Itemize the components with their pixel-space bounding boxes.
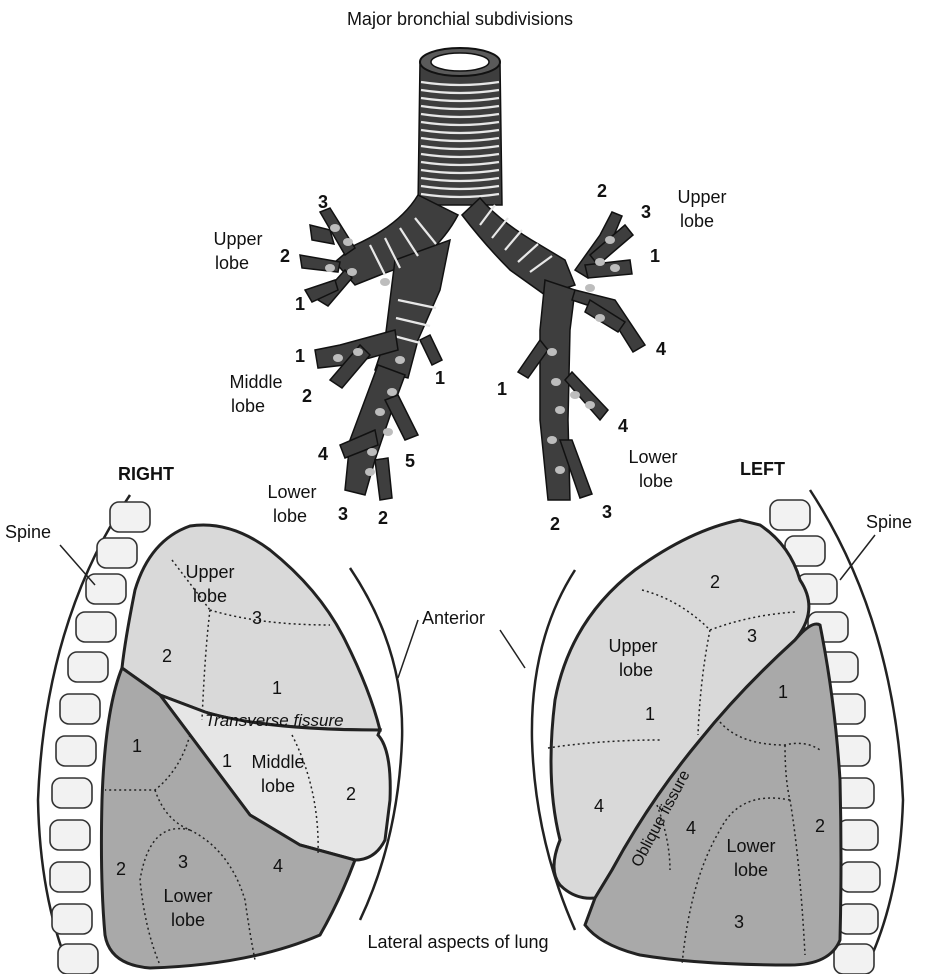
right-lower-seg-5: 5 — [405, 451, 415, 471]
vertebra — [50, 820, 90, 850]
bronchus-highlight — [387, 388, 397, 396]
right-middle-seg-2-lateral: 2 — [346, 784, 356, 804]
vertebra — [97, 538, 137, 568]
left-upper-seg-3: 3 — [641, 202, 651, 222]
bronchus-highlight — [585, 401, 595, 409]
right-lower-seg-2: 2 — [378, 508, 388, 528]
vertebra — [838, 820, 878, 850]
left-upper-seg-3-lateral: 3 — [747, 626, 757, 646]
right-lower-seg-4-lateral: 4 — [273, 856, 283, 876]
left-main-bronchus — [462, 198, 645, 500]
left-lower-seg-4: 4 — [618, 416, 628, 436]
vertebra — [838, 904, 878, 934]
bronchus-highlight — [555, 406, 565, 414]
right-spine-label: Spine — [5, 522, 51, 542]
right-upper-seg-2-lateral: 2 — [162, 646, 172, 666]
left-spine-label: Spine — [866, 512, 912, 532]
transverse-fissure-label: Transverse fissure — [205, 711, 344, 730]
left-lower-seg-3: 3 — [602, 502, 612, 522]
bronchus-highlight — [365, 468, 375, 476]
bronchus-highlight — [343, 238, 353, 246]
left-lung: LEFT Spine 2 3 Upperlobe 1 4 Oblique fis… — [532, 459, 912, 974]
bronchus-highlight — [547, 348, 557, 356]
left-lower-seg-4-lateral: 4 — [686, 818, 696, 838]
left-upper-seg-1-lateral: 1 — [645, 704, 655, 724]
right-lower-seg-4: 4 — [318, 444, 328, 464]
bronchus-highlight — [570, 391, 580, 399]
vertebra — [68, 652, 108, 682]
vertebra — [770, 500, 810, 530]
diagram-title: Major bronchial subdivisions — [347, 9, 573, 29]
bronchus-highlight — [333, 354, 343, 362]
right-lower-seg-2-lateral: 2 — [116, 859, 126, 879]
right-upper-seg-1: 1 — [295, 294, 305, 314]
bronchus-highlight — [551, 378, 561, 386]
left-upper-seg-1: 1 — [650, 246, 660, 266]
bronchus-highlight — [380, 278, 390, 286]
bronchus-highlight — [330, 224, 340, 232]
right-middle-seg-1: 1 — [295, 346, 305, 366]
vertebra — [110, 502, 150, 532]
left-upper-seg-2-lateral: 2 — [710, 572, 720, 592]
vertebra — [50, 862, 90, 892]
vertebra — [86, 574, 126, 604]
right-lower-seg-3: 3 — [338, 504, 348, 524]
left-upper-seg-2: 2 — [597, 181, 607, 201]
trachea — [418, 48, 502, 205]
bronchus-highlight — [605, 236, 615, 244]
right-middle-seg-1-lateral: 1 — [222, 751, 232, 771]
vertebra — [840, 862, 880, 892]
vertebra — [60, 694, 100, 724]
bronchus-highlight — [547, 436, 557, 444]
anterior-label: Anterior — [422, 608, 485, 628]
bronchus-highlight — [347, 268, 357, 276]
bronchus-highlight — [383, 428, 393, 436]
bronchus-highlight — [610, 264, 620, 272]
vertebra — [58, 944, 98, 974]
bronchus-highlight — [585, 284, 595, 292]
right-upper-seg-3: 3 — [318, 192, 328, 212]
right-upper-seg-1-lateral: 1 — [272, 678, 282, 698]
left-side-label: LEFT — [740, 459, 785, 479]
bronchus-highlight — [395, 356, 405, 364]
bronchus-highlight — [367, 448, 377, 456]
vertebra — [56, 736, 96, 766]
right-lower-seg-1: 1 — [435, 368, 445, 388]
vertebra — [76, 612, 116, 642]
bronchus-highlight — [325, 264, 335, 272]
left-lower-seg-1: 1 — [497, 379, 507, 399]
bronchus-highlight — [375, 408, 385, 416]
right-upper-seg-3-lateral: 3 — [252, 608, 262, 628]
left-lower-seg-3-lateral: 3 — [734, 912, 744, 932]
bronchus-highlight — [595, 314, 605, 322]
left-lower-seg-1-lateral: 1 — [778, 682, 788, 702]
right-side-label: RIGHT — [118, 464, 174, 484]
left-lower-seg-2-lateral: 2 — [815, 816, 825, 836]
bronchus-highlight — [555, 466, 565, 474]
left-upper-seg-4-lateral: 4 — [594, 796, 604, 816]
right-upper-seg-2: 2 — [280, 246, 290, 266]
left-lower-seg-2: 2 — [550, 514, 560, 534]
vertebra — [52, 904, 92, 934]
vertebra — [52, 778, 92, 808]
vertebra — [834, 944, 874, 974]
right-middle-seg-2: 2 — [302, 386, 312, 406]
left-upper-seg-4: 4 — [656, 339, 666, 359]
figure-caption: Lateral aspects of lung — [367, 932, 548, 952]
bronchus-highlight — [353, 348, 363, 356]
bronchus-highlight — [595, 258, 605, 266]
right-lower-seg-3-lateral: 3 — [178, 852, 188, 872]
right-lower-seg-1-lateral: 1 — [132, 736, 142, 756]
